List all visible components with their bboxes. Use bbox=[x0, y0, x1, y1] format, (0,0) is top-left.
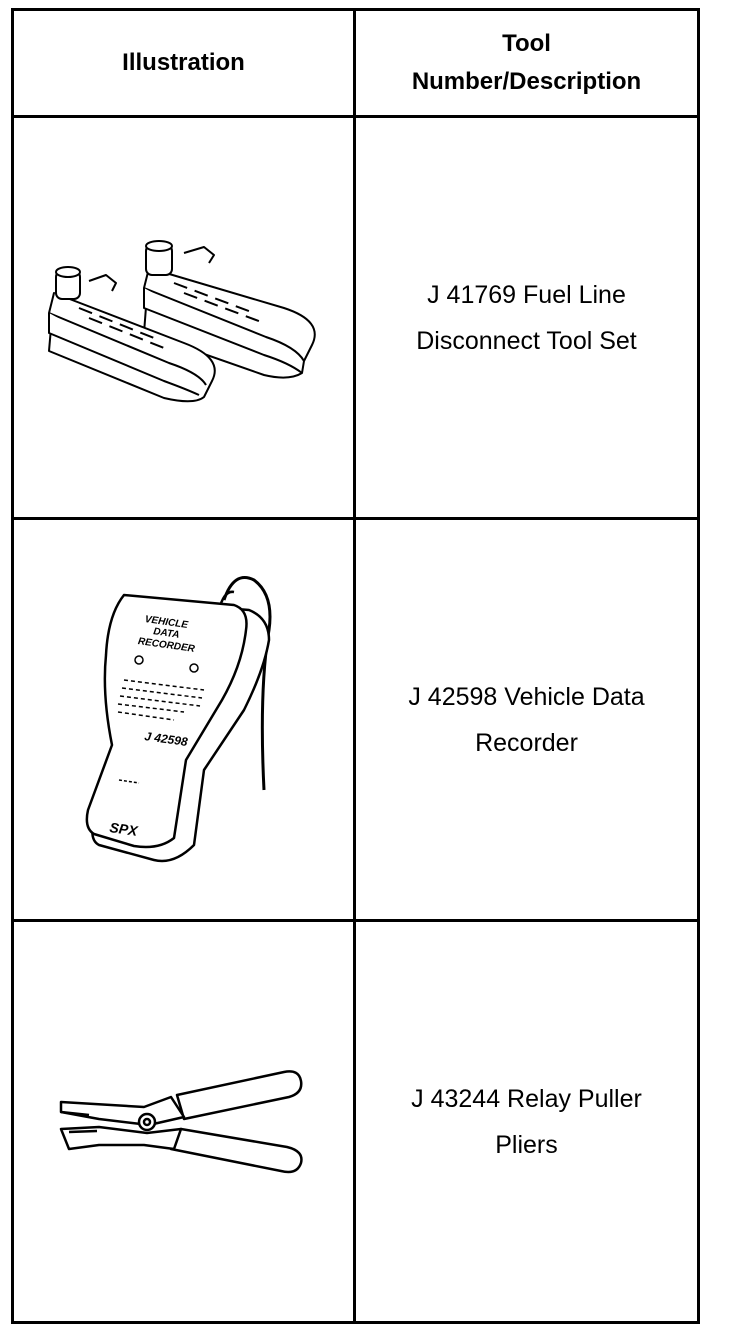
tool-description-line2: Disconnect Tool Set bbox=[416, 326, 637, 355]
device-brand: SPX bbox=[108, 819, 140, 839]
description-cell: J 43244 Relay Puller Pliers bbox=[353, 919, 700, 1324]
tool-description-line2: Recorder bbox=[475, 728, 578, 757]
tool-header-line1: Tool bbox=[502, 30, 551, 57]
tool-header-line2: Number/Description bbox=[411, 68, 642, 95]
tool-description-line1: J 43244 Relay Puller bbox=[411, 1084, 642, 1113]
description-cell: J 42598 Vehicle Data Recorder bbox=[353, 517, 700, 922]
illustration-header: Illustration bbox=[11, 8, 356, 118]
tool-description-line2: Pliers bbox=[495, 1130, 558, 1159]
header-row: Illustration Tool Number/Description bbox=[11, 8, 700, 118]
table-row: J 43244 Relay Puller Pliers bbox=[11, 919, 700, 1324]
device-title-line2: DATA bbox=[152, 626, 180, 641]
table-row: J 41769 Fuel Line Disconnect Tool Set bbox=[11, 115, 700, 520]
tools-table: Illustration Tool Number/Description bbox=[11, 8, 700, 1324]
tool-description-line1: J 42598 Vehicle Data bbox=[408, 682, 645, 711]
vehicle-data-recorder-icon: VEHICLE DATA RECORDER J 42598 SPX bbox=[85, 575, 271, 862]
description-cell: J 41769 Fuel Line Disconnect Tool Set bbox=[353, 115, 700, 520]
fuel-line-disconnect-tool-icon bbox=[47, 239, 316, 402]
table-row: VEHICLE DATA RECORDER J 42598 SPX J 4259… bbox=[11, 517, 700, 922]
tool-description-header: Tool Number/Description bbox=[353, 8, 700, 118]
illustration-cell: VEHICLE DATA RECORDER J 42598 SPX bbox=[11, 517, 356, 922]
illustration-cell bbox=[11, 115, 356, 520]
relay-puller-pliers-icon bbox=[59, 1069, 303, 1173]
illustration-cell bbox=[11, 919, 356, 1324]
device-model: J 42598 bbox=[143, 729, 188, 749]
tool-description-line1: J 41769 Fuel Line bbox=[427, 280, 626, 309]
